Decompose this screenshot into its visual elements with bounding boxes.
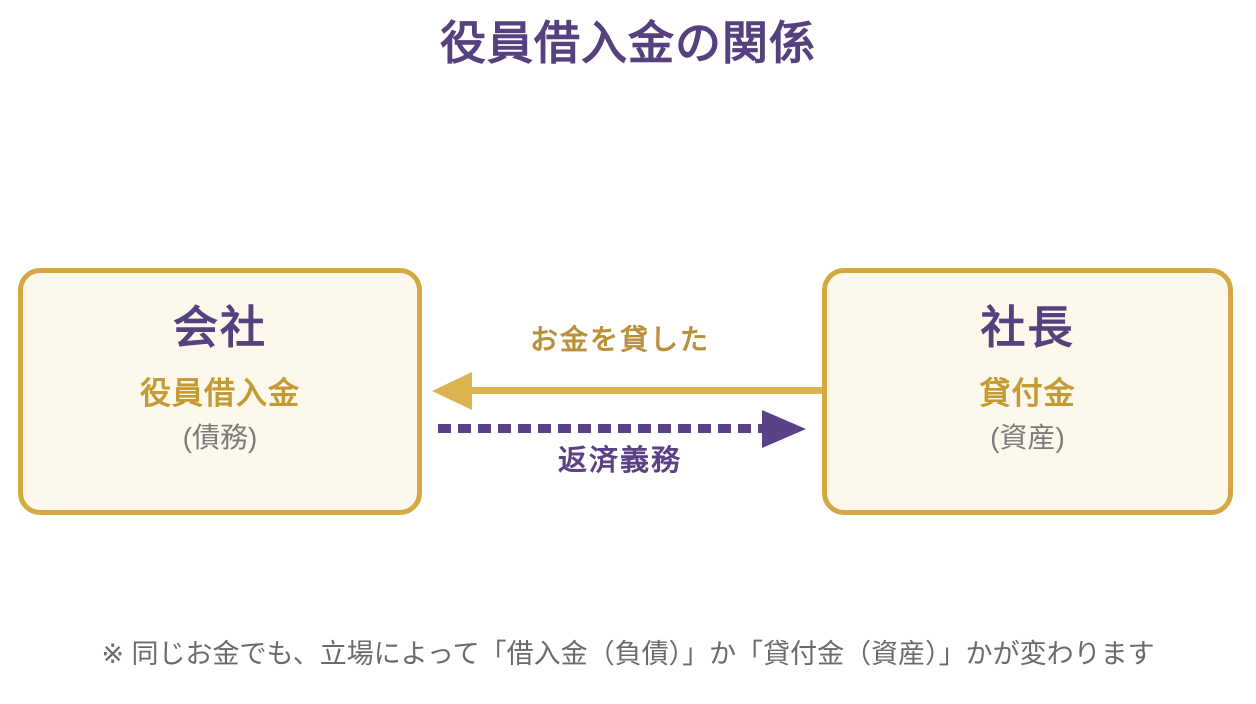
page-title: 役員借入金の関係	[440, 17, 816, 69]
footnote: ※ 同じお金でも、立場によって「借入金（負債）」か「貸付金（資産）」かが変わりま…	[101, 639, 1155, 669]
lend-money-arrow-line	[470, 387, 822, 394]
arrow-right-icon	[762, 410, 806, 448]
edge-repayment-duty-label: 返済義務	[557, 445, 682, 477]
node-president-title: 社長	[980, 302, 1075, 353]
node-president-account: 貸付金	[979, 375, 1076, 411]
node-company: 会社 役員借入金 (債務)	[18, 268, 422, 515]
node-company-kind: (債務)	[182, 421, 258, 453]
node-president: 社長 貸付金 (資産)	[822, 268, 1233, 515]
node-company-title: 会社	[172, 302, 267, 353]
repayment-duty-arrow-line	[438, 424, 768, 433]
edge-lend-money-label: お金を貸した	[529, 324, 710, 355]
arrow-left-icon	[432, 372, 472, 410]
node-president-kind: (資産)	[990, 421, 1065, 453]
node-company-account: 役員借入金	[140, 375, 300, 411]
